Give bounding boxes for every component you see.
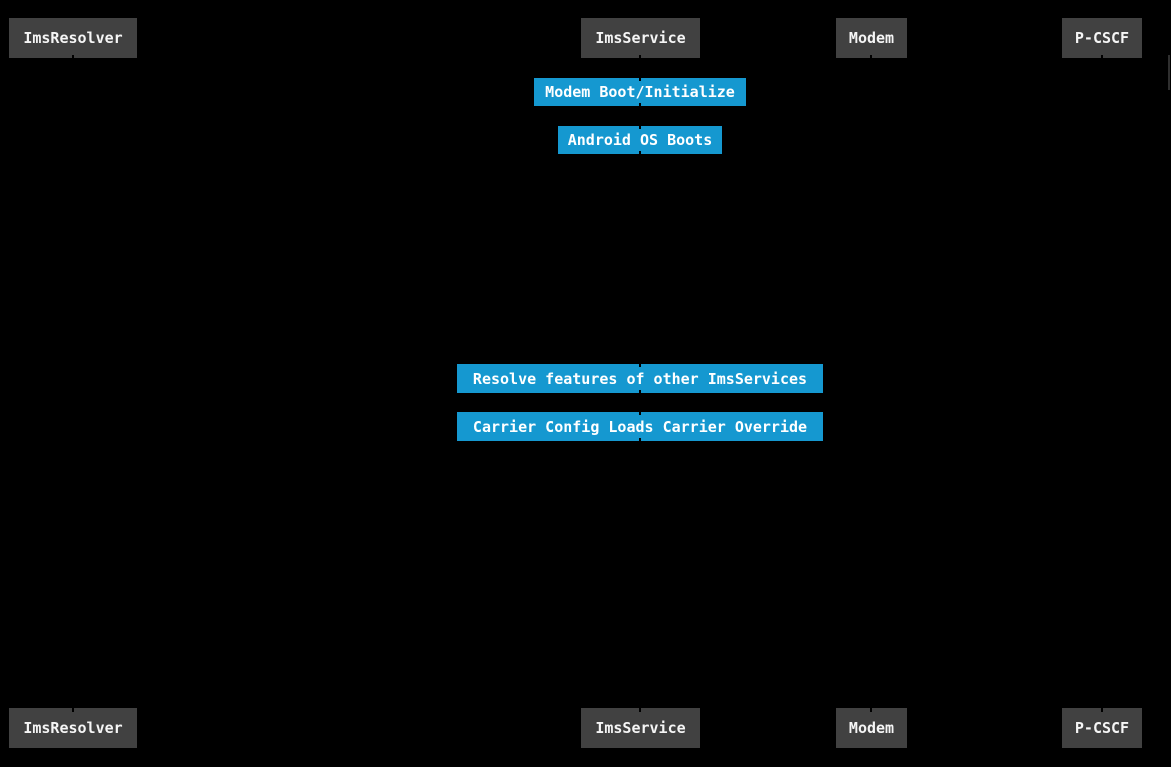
note-resolve-features: Resolve features of other ImsServices [457,364,823,393]
right-edge-line [1168,55,1170,90]
actor-label: P-CSCF [1074,29,1130,47]
actor-bottom-modem: Modem [836,708,907,748]
actor-label: Modem [848,719,895,737]
note-label: Carrier Config Loads Carrier Override [472,417,808,436]
actor-bottom-imsservice: ImsService [581,708,700,748]
lifeline-tick [639,438,641,444]
note-modem-boot-initialize: Modem Boot/Initialize [534,78,746,106]
note-label: Modem Boot/Initialize [545,83,735,101]
lifeline-tick [639,123,641,129]
actor-label: ImsService [595,719,686,737]
actor-top-modem: Modem [836,18,907,58]
actor-label: ImsResolver [23,719,123,737]
lifeline-tick [639,103,641,109]
actor-top-pcscf: P-CSCF [1062,18,1142,58]
actor-top-imsresolver: ImsResolver [9,18,137,58]
actor-label: ImsResolver [23,29,123,47]
actor-top-imsservice: ImsService [581,18,700,58]
note-label: Android OS Boots [567,131,713,149]
note-label: Resolve features of other ImsServices [472,369,808,388]
lifeline-tick [639,361,641,367]
lifeline-pcscf [1101,55,1103,712]
actor-label: Modem [848,29,895,47]
actor-label: P-CSCF [1074,719,1130,737]
lifeline-modem [870,55,872,712]
lifeline-tick [639,390,641,396]
actor-bottom-pcscf: P-CSCF [1062,708,1142,748]
lifeline-imsresolver [72,55,74,712]
note-android-os-boots: Android OS Boots [558,126,722,154]
actor-bottom-imsresolver: ImsResolver [9,708,137,748]
note-carrier-config-loads: Carrier Config Loads Carrier Override [457,412,823,441]
lifeline-tick [639,151,641,157]
lifeline-tick [639,75,641,81]
lifeline-tick [639,409,641,415]
actor-label: ImsService [595,29,686,47]
